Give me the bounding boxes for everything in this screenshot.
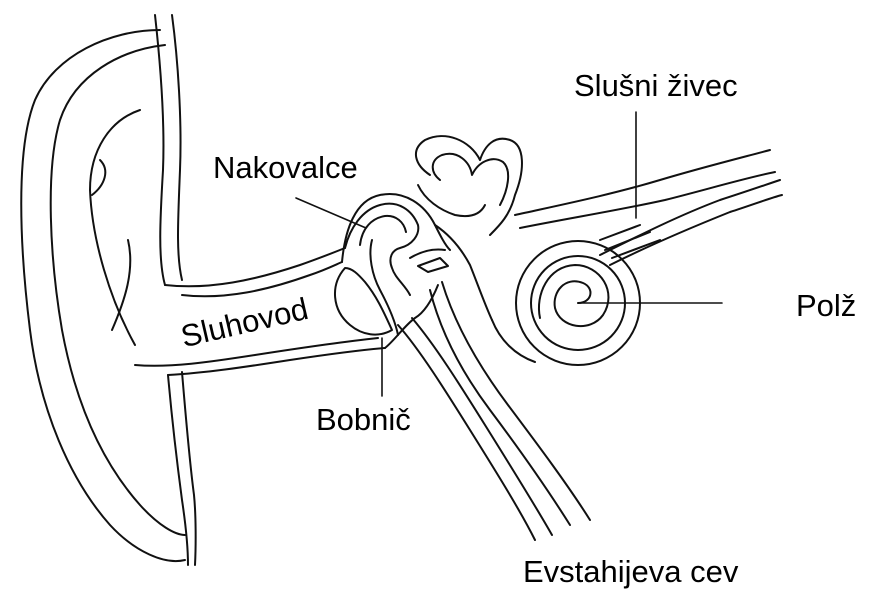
eustachian-tube-wall-4 xyxy=(442,282,590,520)
stapes xyxy=(410,249,448,272)
eustachian-tube-wall-1 xyxy=(398,325,535,540)
auricle-antihelix xyxy=(90,110,140,345)
auditory-nerve-3 xyxy=(600,180,780,255)
cochlea-spiral xyxy=(539,265,609,326)
auditory-nerve-2 xyxy=(520,172,775,228)
malleus xyxy=(370,240,398,335)
semicircular-canals-inner xyxy=(433,154,508,205)
eardrum-shape xyxy=(335,268,392,335)
label-bobnic: Bobnič xyxy=(316,404,411,435)
label-evstahijeva-cev: Evstahijeva cev xyxy=(523,556,738,587)
ear-canal-upper-wall-inner xyxy=(182,262,342,296)
auricle-helix xyxy=(51,45,185,535)
eustachian-tube-wall-2 xyxy=(412,318,552,535)
head-contour-lower-inner xyxy=(182,372,196,565)
head-contour-outer xyxy=(155,15,165,285)
label-slusni-zivec: Slušni živec xyxy=(574,70,738,101)
semicircular-canal-loop xyxy=(418,185,485,216)
label-nakovalce: Nakovalce xyxy=(213,152,358,183)
eustachian-tube-wall-3 xyxy=(430,290,570,525)
label-polz: Polž xyxy=(796,290,856,321)
ear-canal-upper-wall xyxy=(165,248,345,286)
auricle-concha-fold xyxy=(92,160,105,195)
incus-inner xyxy=(360,216,406,245)
head-contour-inner xyxy=(172,15,182,280)
auricle-outer-contour xyxy=(21,30,185,561)
